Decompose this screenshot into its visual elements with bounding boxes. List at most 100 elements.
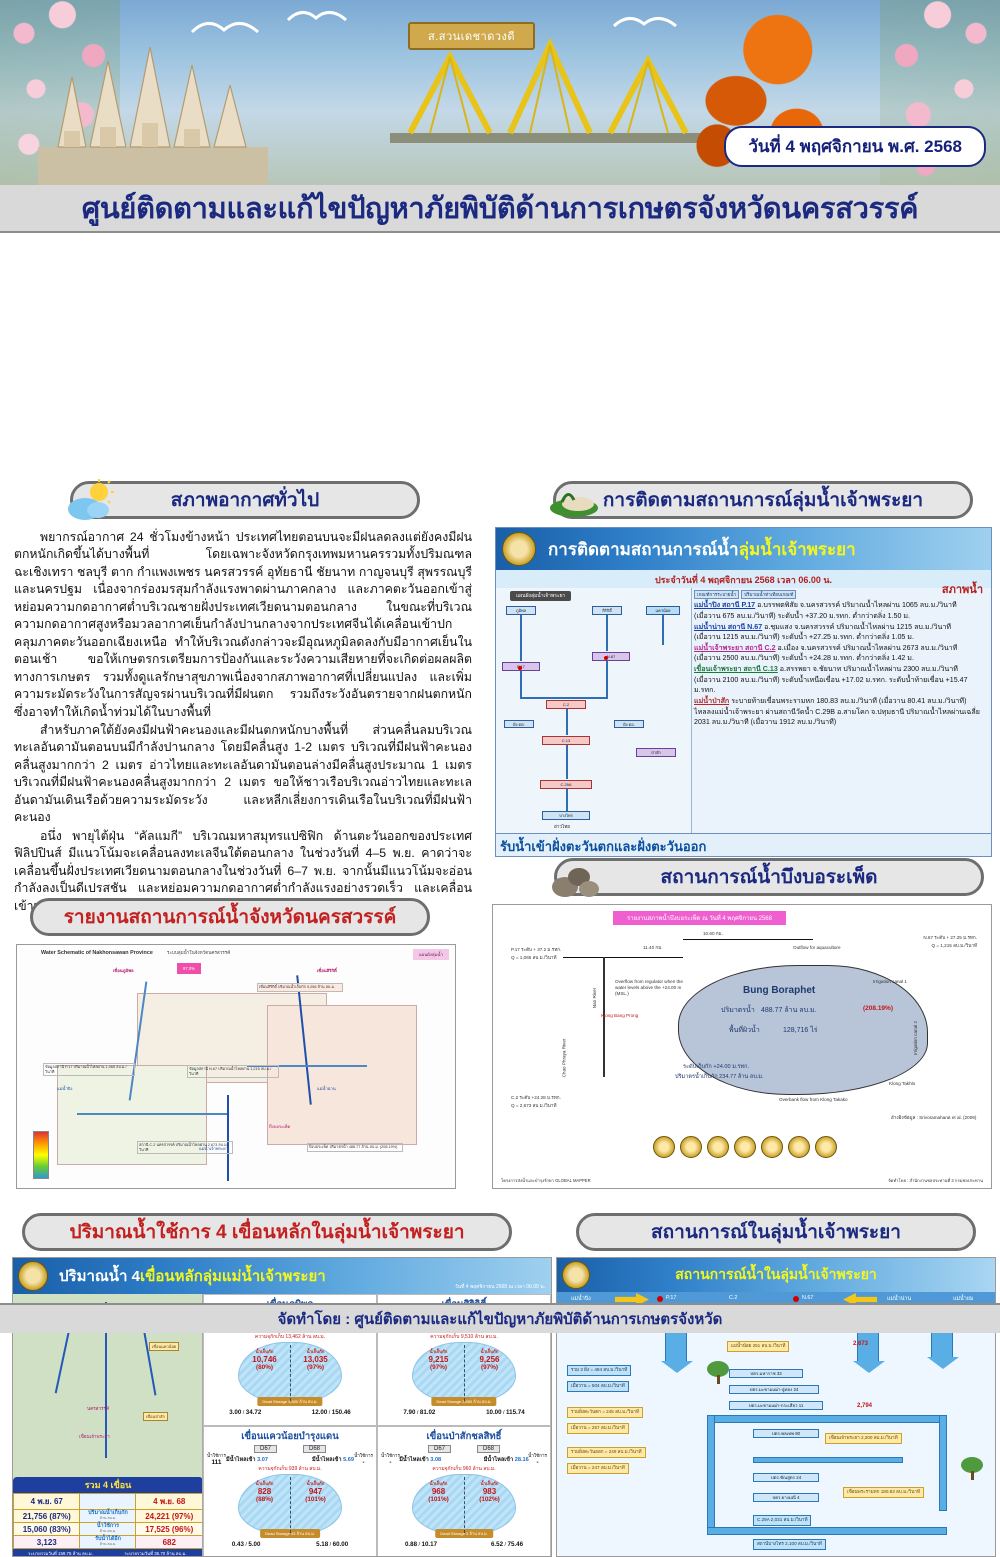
station-entry-c2[interactable]: แม่น้ำเจ้าพระยา สถานี C.2 อ.เมือง จ.นครส… [694,643,987,664]
blob-half-right: น้ำเก็บกัก 947 (101%) [290,1481,341,1502]
situation-network-diagram[interactable]: P.17 วันนี้ 1,065 เมื่อวาน 675 C.2 เมื่อ… [557,1307,995,1556]
temple-sign: ส.สวนเดชาดวงดี [408,22,536,50]
year-tag-67[interactable]: D67 [427,1445,451,1453]
station-entry-c13[interactable]: เขื่อนเจ้าพระยา สถานี C.13 อ.สรรพยา จ.ชั… [694,664,987,696]
dams-banner-date: วันที่ 4 พฤศจิกายน 2568 ณ เวลา 06.00 น. [454,1284,545,1290]
weather-body: พยากรณ์อากาศ 24 ชั่วโมงข้างหน้า ประเทศไท… [10,529,480,915]
temple-icon [38,46,268,185]
table-row: 21,756 (87%) ปริมาณน้ำเก็บกัก ล้าน ลบ.ม.… [13,1509,202,1524]
release-left-pasak: 0.88 / 10.17 [404,1541,438,1548]
nakhonsawan-water-schematic-map[interactable]: Water Schematic of Nakhonsawan Province … [16,944,456,1189]
bung-volume-value: 488.77 ล้าน ลบ.ม. [761,1007,817,1014]
nan-river-line [603,957,605,1077]
schematic-label: อ่าวไทย [554,824,570,829]
total-remaining-right: 682 [135,1535,202,1549]
total-usable-label: น้ำใช้การ ล้าน ลบ.ม. [79,1522,137,1537]
bungboraphet-diagram[interactable]: รายงานสภาพน้ำบึงบอระเพ็ด ณ วันที่ 4 พฤศจ… [492,904,992,1189]
rock-icon [552,868,599,897]
dam-name-kwaenoi: เขื่อนแควน้อยบำรุงแดน [241,1431,339,1442]
garuda-seal-icon [502,532,536,566]
bung-lake-name: Bung Boraphet [743,985,816,996]
map-node-label-chaophraya: แม่น้ำเจ้าพระยา [199,1146,228,1151]
inflow-label-r: มีน้ำไหลเข้า [312,1457,342,1463]
dams-section: ปริมาณน้ำใช้การ 4 เขื่อนหลักในลุ่มน้ำเจ้… [12,1213,552,1557]
bung-p17-label: P.17 ระดับ + 37.2 ม.รทก. [511,947,562,952]
chaophraya-schematic-diagram[interactable]: แผนผังลุ่มน้ำเจ้าพระยา ภูมิพล สิริกิติ์ … [496,588,692,833]
dam-panel-pasak[interactable]: เขื่อนป่าสักชลสิทธิ์ D67 D68 มีน้ำไหลเข้… [377,1426,551,1556]
total-remaining-unit: ล้าน ลบ.ม. [99,1542,117,1547]
release-mcm-l: 7.90 [403,1409,416,1416]
station-name-p17[interactable]: แม่น้ำปิง สถานี P.17 [694,601,756,610]
tree-trunk [970,1471,974,1480]
intake-yesterday-box: เมื่อวาน = 504 ลบ.ม./วินาที [567,1381,629,1392]
release-left-kwaenoi: 0.43 / 5.00 [231,1541,261,1548]
release-mcm-l: 3.00 [229,1409,242,1416]
chaophraya-date-line: ประจำวันที่ 4 พฤศจิกายน 2568 เวลา 06.00 … [496,570,991,588]
release-mcm-r: 10.00 [486,1409,502,1416]
dead-storage-pasak: Dead Storage 3 ล้าน ลบ.ม. [435,1529,493,1538]
station-name-c13[interactable]: เขื่อนเจ้าพระยา สถานี C.13 [694,665,778,674]
map-tag-kwaenoi: เขื่อนแควน้อย [149,1342,180,1351]
map-title-en: Water Schematic of Nakhonsawan Province [41,950,153,956]
blob-half-right: น้ำเก็บกัก 983 (102%) [464,1481,515,1503]
dam-year-tabs-pasak[interactable]: D67 D68 [378,1445,550,1453]
total-usable-right: 17,525 (96%) [135,1522,202,1537]
total-row-header-spacer [79,1493,137,1511]
seagull-icon-2 [286,11,347,22]
release-mcm-r: 12.00 [311,1409,328,1416]
tag-button-discharge[interactable]: เกณฑ์การระบายน้ำ [694,590,740,600]
flow-arrow-1 [563,957,683,958]
situation-section: สถานการณ์ในลุ่มน้ำเจ้าพระยา สถานการณ์น้ำ… [556,1213,996,1557]
dam-capacity-kwaenoi: ความจุกักเก็บ 939 ล้าน ลบ.ม. [258,1466,322,1472]
dam-usable-right-pasak: น้ำใช้การ - [528,1453,547,1466]
tag-button-runoff[interactable]: ปริมาณน้ำท่าเทียบเกณฑ์ [741,590,797,600]
stored-value-r: 947 [308,1486,323,1496]
year-tag-68[interactable]: D68 [477,1445,501,1453]
schematic-node: ภูมิพล [506,606,536,615]
situation-header-label: สถานการณ์ในลุ่มน้ำเจ้าพระยา [651,1222,901,1243]
station-tag-buttons[interactable]: เกณฑ์การระบายน้ำ ปริมาณน้ำท่าเทียบเกณฑ์ [694,590,987,600]
dam-panel-kwaenoi[interactable]: เขื่อนแควน้อยบำรุงแดน D67 D68 มีน้ำไหลเข… [203,1426,377,1556]
stored-value-l: 828 [257,1486,272,1496]
station-entry-pasak[interactable]: แม่น้ำป่าสัก ระบายท้ายเขื่อนพระรามหก 180… [694,696,987,728]
release-mcm-l: 0.88 [404,1541,418,1548]
schematic-link [606,615,608,651]
stored-pct-r: (102%) [479,1495,500,1503]
station-name-n67[interactable]: แม่น้ำน่าน สถานี N.67 [694,622,763,631]
release-rate-r: 60.00 [332,1541,349,1548]
map-river-branch-1 [77,1113,227,1115]
release-mcm-r: 5.18 [316,1541,329,1548]
weather-section: สภาพอากาศทั่วไป พยากรณ์อากาศ 24 ชั่วโมงข… [10,479,480,916]
dam-inflow-row-kwaenoi: มีน้ำไหลเข้า 3.07 มีน้ำไหลเข้า 5.69 [204,1456,376,1464]
map-note-box-2: ข้อมูลสถานี N.67 ปริมาณน้ำไหลผ่าน 1,215 … [187,1065,279,1079]
schematic-link [566,789,568,811]
manorom-flow: แม่น้ำน้อย 251 ลบ.ม./วินาที [727,1341,790,1352]
dams-basin-map[interactable]: เขื่อนภูมิพล เขื่อนสิริกิติ์ เขื่อนแควน้… [13,1294,203,1556]
dams-total-footer: ระบายรวมวันที่ 159.75 ล้าน ลบ.ม. ระบายรว… [13,1549,202,1556]
blob-half-left: น้ำเก็บกัก 828 (88%) [239,1481,290,1502]
schematic-node: ฝั่ง ตต. [504,720,534,728]
canal-value-uthong: 24 [793,1387,799,1392]
situation-card[interactable]: สถานการณ์น้ำในลุ่มน้ำเจ้าพระยา แม่น้ำปิง… [556,1257,996,1557]
bung-klong-note: Klong Bang Prong [601,1013,639,1018]
agency-seal-icon-4 [734,1136,756,1158]
strip-label-nan: แม่น้ำน่าน [887,1296,912,1302]
total-stored-unit: ล้าน ลบ.ม. [99,1516,117,1521]
usable-label-r: น้ำใช้การ [354,1453,373,1458]
year-tag-68[interactable]: D68 [303,1445,327,1453]
station-detail-pasak-2: ไหลลงแม่น้ำเจ้าพระยา ผ่านสถานีวัดน้ำ C.2… [694,707,980,727]
inflow-right-pasak: มีน้ำไหลเข้า 28.16 [484,1456,529,1464]
bung-capacity-note: ปริมาตรน้ำเก็บกัก 234.77 ล้าน ลบ.ม. [675,1074,764,1080]
page-title-bar: ศูนย์ติดตามและแก้ไขปัญหาภัยพิบัติด้านการ… [0,185,1000,233]
stored-pct-l: (80%) [255,1363,274,1371]
station-name-c2[interactable]: แม่น้ำเจ้าพระยา สถานี C.2 [694,643,776,652]
dam-year-tabs-kwaenoi[interactable]: D67 D68 [204,1445,376,1453]
schematic-marker [518,666,522,670]
inflow-label-l: มีน้ำไหลเข้า [226,1457,256,1463]
bung-irrigation-2: Irrigation canal 2 [913,1021,918,1055]
west-yesterday-box: เมื่อวาน = 257 ลบ.ม./วินาที [567,1423,629,1434]
station-name-pasak[interactable]: แม่น้ำป่าสัก [694,697,730,706]
station-entry-p17[interactable]: แม่น้ำปิง สถานี P.17 อ.บรรพตพิสัย จ.นครส… [694,600,987,621]
year-tag-67[interactable]: D67 [253,1445,277,1453]
station-entry-n67[interactable]: แม่น้ำน่าน สถานี N.67 อ.ชุมแสง จ.นครสวรร… [694,622,987,643]
